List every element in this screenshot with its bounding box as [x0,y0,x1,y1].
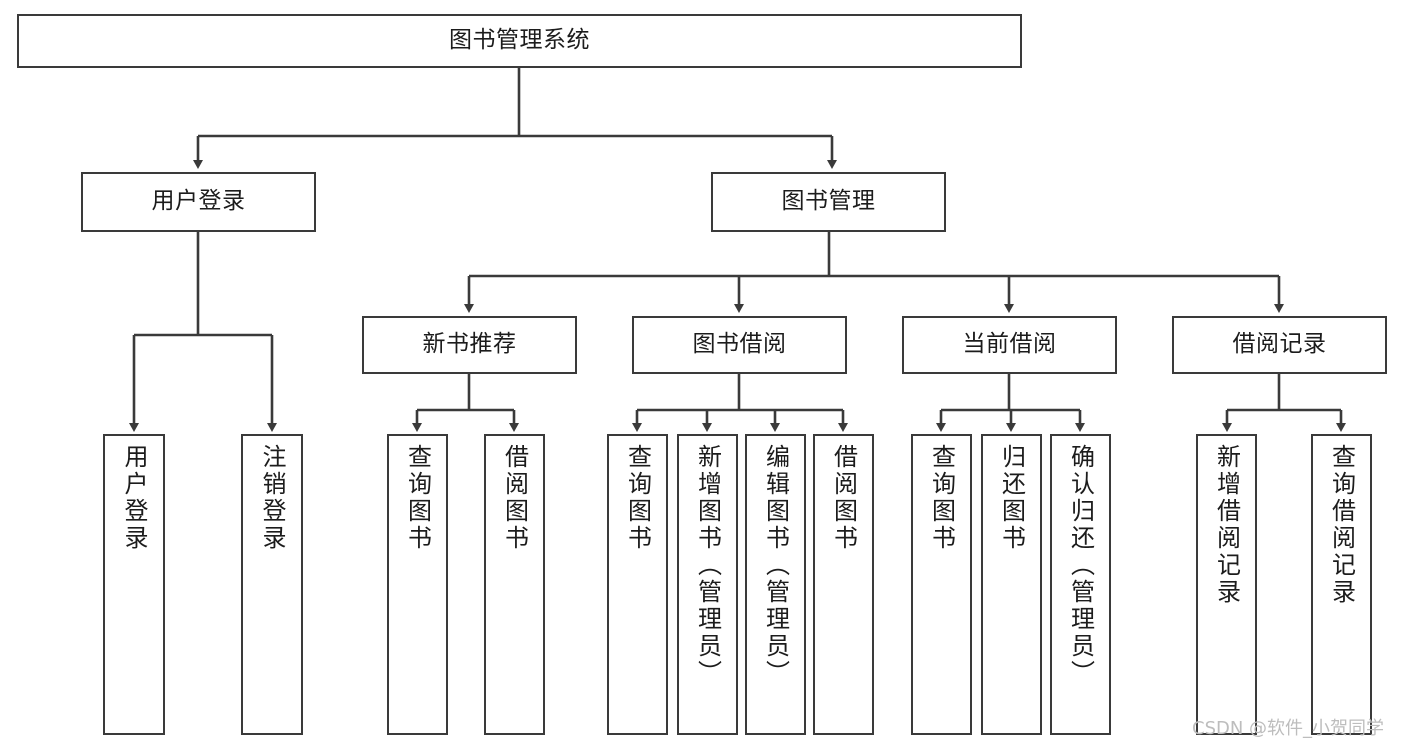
leaf-return-book-label: 归还图书 [997,444,1026,552]
leaf-logout-label: 注销登录 [258,444,286,552]
leaf-query-borrow-record[interactable]: 查询借阅记录 [1311,434,1372,735]
leaf-user-login-label: 用户登录 [120,444,148,552]
leaf-edit-book-admin[interactable]: 编辑图书（管理员） [745,434,806,735]
node-book-borrow[interactable]: 图书借阅 [632,316,847,374]
node-borrow-record[interactable]: 借阅记录 [1172,316,1387,374]
node-new-book-recommend-label: 新书推荐 [422,331,517,358]
node-borrow-record-label: 借阅记录 [1232,331,1327,358]
node-current-borrow-label: 当前借阅 [962,331,1057,358]
node-root[interactable]: 图书管理系统 [17,14,1022,68]
leaf-confirm-return-admin[interactable]: 确认归还（管理员） [1050,434,1111,735]
leaf-confirm-return-admin-label: 确认归还（管理员） [1066,444,1095,687]
leaf-query-book-current[interactable]: 查询图书 [911,434,972,735]
watermark: CSDN @软件_小贺同学 [1192,718,1385,739]
leaf-query-borrow-record-label: 查询借阅记录 [1327,444,1356,606]
node-book-management-label: 图书管理 [781,188,876,215]
leaf-add-book-admin-label: 新增图书（管理员） [693,444,722,687]
node-book-management[interactable]: 图书管理 [711,172,946,232]
leaf-edit-book-admin-label: 编辑图书（管理员） [761,444,790,687]
leaf-logout[interactable]: 注销登录 [241,434,303,735]
leaf-return-book[interactable]: 归还图书 [981,434,1042,735]
node-new-book-recommend[interactable]: 新书推荐 [362,316,577,374]
leaf-borrow-book[interactable]: 借阅图书 [813,434,874,735]
leaf-query-book-current-label: 查询图书 [927,444,956,552]
leaf-query-book-recommend[interactable]: 查询图书 [387,434,448,735]
leaf-add-borrow-record-label: 新增借阅记录 [1212,444,1241,606]
leaf-add-borrow-record[interactable]: 新增借阅记录 [1196,434,1257,735]
node-current-borrow[interactable]: 当前借阅 [902,316,1117,374]
leaf-query-book-borrow[interactable]: 查询图书 [607,434,668,735]
node-user-login[interactable]: 用户登录 [81,172,316,232]
leaf-borrow-book-label: 借阅图书 [829,444,858,552]
leaf-query-book-borrow-label: 查询图书 [623,444,652,552]
node-root-label: 图书管理系统 [449,27,590,54]
leaf-user-login[interactable]: 用户登录 [103,434,165,735]
leaf-query-book-recommend-label: 查询图书 [403,444,432,552]
leaf-borrow-book-recommend-label: 借阅图书 [500,444,529,552]
node-book-borrow-label: 图书借阅 [692,331,787,358]
leaf-borrow-book-recommend[interactable]: 借阅图书 [484,434,545,735]
node-user-login-label: 用户登录 [151,188,246,215]
leaf-add-book-admin[interactable]: 新增图书（管理员） [677,434,738,735]
